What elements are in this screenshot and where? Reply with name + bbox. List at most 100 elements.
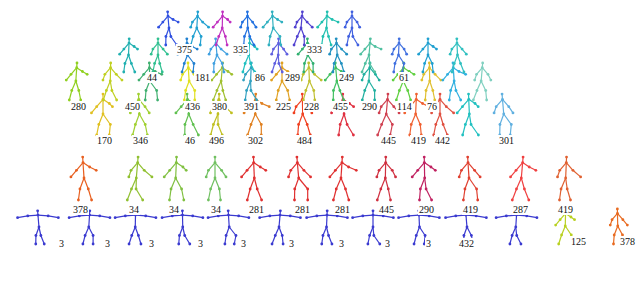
joint — [16, 216, 19, 219]
limb — [386, 163, 393, 171]
joint — [626, 224, 629, 227]
joint — [227, 70, 230, 73]
joint — [253, 44, 256, 47]
joint — [495, 216, 498, 219]
joint — [134, 226, 137, 229]
joint — [195, 27, 198, 30]
joint — [332, 89, 335, 92]
stick-figure — [90, 93, 114, 137]
limb — [136, 189, 143, 200]
joint — [341, 156, 344, 159]
joint — [375, 176, 378, 179]
joint — [572, 169, 575, 172]
joint — [368, 234, 371, 237]
stick-figure — [118, 37, 139, 73]
limb — [390, 125, 392, 136]
joint — [372, 226, 375, 229]
limb — [446, 107, 453, 113]
limb — [294, 189, 295, 200]
joint — [425, 89, 428, 92]
limb — [303, 91, 305, 101]
joint — [275, 73, 278, 76]
joint — [77, 199, 80, 202]
joint — [123, 48, 126, 51]
joint — [185, 37, 188, 40]
joint — [144, 215, 147, 218]
joint — [616, 212, 619, 215]
limb — [90, 215, 100, 217]
limb — [451, 81, 455, 91]
stick-figure — [458, 156, 482, 202]
joint — [346, 123, 349, 126]
joint — [127, 54, 130, 57]
joint — [87, 188, 90, 191]
joint — [334, 169, 337, 172]
joint — [133, 71, 136, 74]
joint — [384, 177, 387, 180]
motif-id: 289 — [284, 72, 301, 83]
limb — [374, 91, 375, 101]
joint — [68, 216, 71, 219]
limb — [617, 213, 618, 226]
joint — [128, 243, 131, 246]
stick-figure — [270, 37, 288, 73]
joint — [569, 199, 572, 202]
joint — [303, 62, 306, 65]
joint — [454, 215, 457, 218]
joint — [249, 80, 252, 83]
motif-id: 3 — [148, 238, 155, 249]
joint — [168, 169, 171, 172]
limb — [260, 216, 270, 218]
joint — [476, 199, 479, 202]
joint — [347, 35, 350, 38]
joint — [160, 73, 163, 76]
joint — [242, 79, 245, 82]
joint — [252, 156, 255, 159]
joint — [245, 89, 248, 92]
joint — [224, 35, 227, 38]
joint — [369, 37, 372, 40]
joint — [184, 89, 187, 92]
limb — [299, 114, 303, 125]
limb — [382, 114, 387, 125]
joint — [346, 21, 349, 24]
limb — [88, 189, 91, 200]
joint — [428, 66, 431, 69]
joint — [250, 123, 253, 126]
joint — [221, 27, 224, 30]
limb — [562, 226, 566, 235]
joint — [181, 209, 184, 212]
joint — [477, 105, 480, 108]
limb — [510, 125, 511, 136]
joint — [26, 215, 29, 218]
joint — [522, 156, 525, 159]
joint — [293, 199, 296, 202]
joint — [367, 243, 370, 246]
stick-figure — [239, 37, 259, 73]
motif-id: 287 — [512, 204, 529, 215]
joint — [115, 99, 118, 102]
joint — [197, 134, 200, 137]
joint — [250, 89, 253, 92]
joint — [281, 234, 284, 237]
joint — [460, 169, 463, 172]
joint — [451, 71, 454, 74]
limb — [217, 81, 221, 91]
limb — [396, 91, 399, 101]
limb — [516, 178, 521, 189]
joint — [226, 18, 229, 21]
limb — [411, 114, 415, 125]
limb — [416, 114, 421, 125]
limb — [69, 216, 79, 218]
joint — [226, 44, 229, 47]
joint — [413, 73, 416, 76]
joint — [276, 18, 279, 21]
limb — [304, 170, 311, 177]
joint — [109, 216, 112, 219]
joint — [281, 62, 284, 65]
limb — [336, 178, 341, 189]
motif-id: 3 — [240, 238, 247, 249]
limb — [618, 226, 623, 235]
joint — [570, 216, 573, 219]
motif-id: 346 — [132, 135, 149, 146]
